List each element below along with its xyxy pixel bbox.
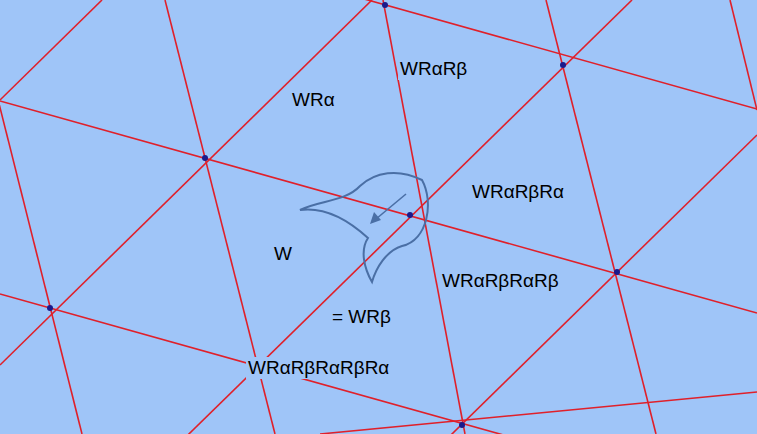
motif-shape xyxy=(300,173,428,282)
element-label: WRαRβ xyxy=(398,58,469,80)
element-label: = WRβ xyxy=(330,306,393,328)
arrow-line xyxy=(376,194,406,219)
element-label: WRαRβRαRβ xyxy=(440,270,561,292)
element-label: WRα xyxy=(290,89,337,111)
element-label: WRαRβRα xyxy=(470,181,566,203)
arrow-head xyxy=(370,212,381,224)
element-label: WRαRβRαRβRα xyxy=(246,357,391,379)
vertex-dots xyxy=(47,2,620,428)
element-label: W xyxy=(272,243,294,265)
